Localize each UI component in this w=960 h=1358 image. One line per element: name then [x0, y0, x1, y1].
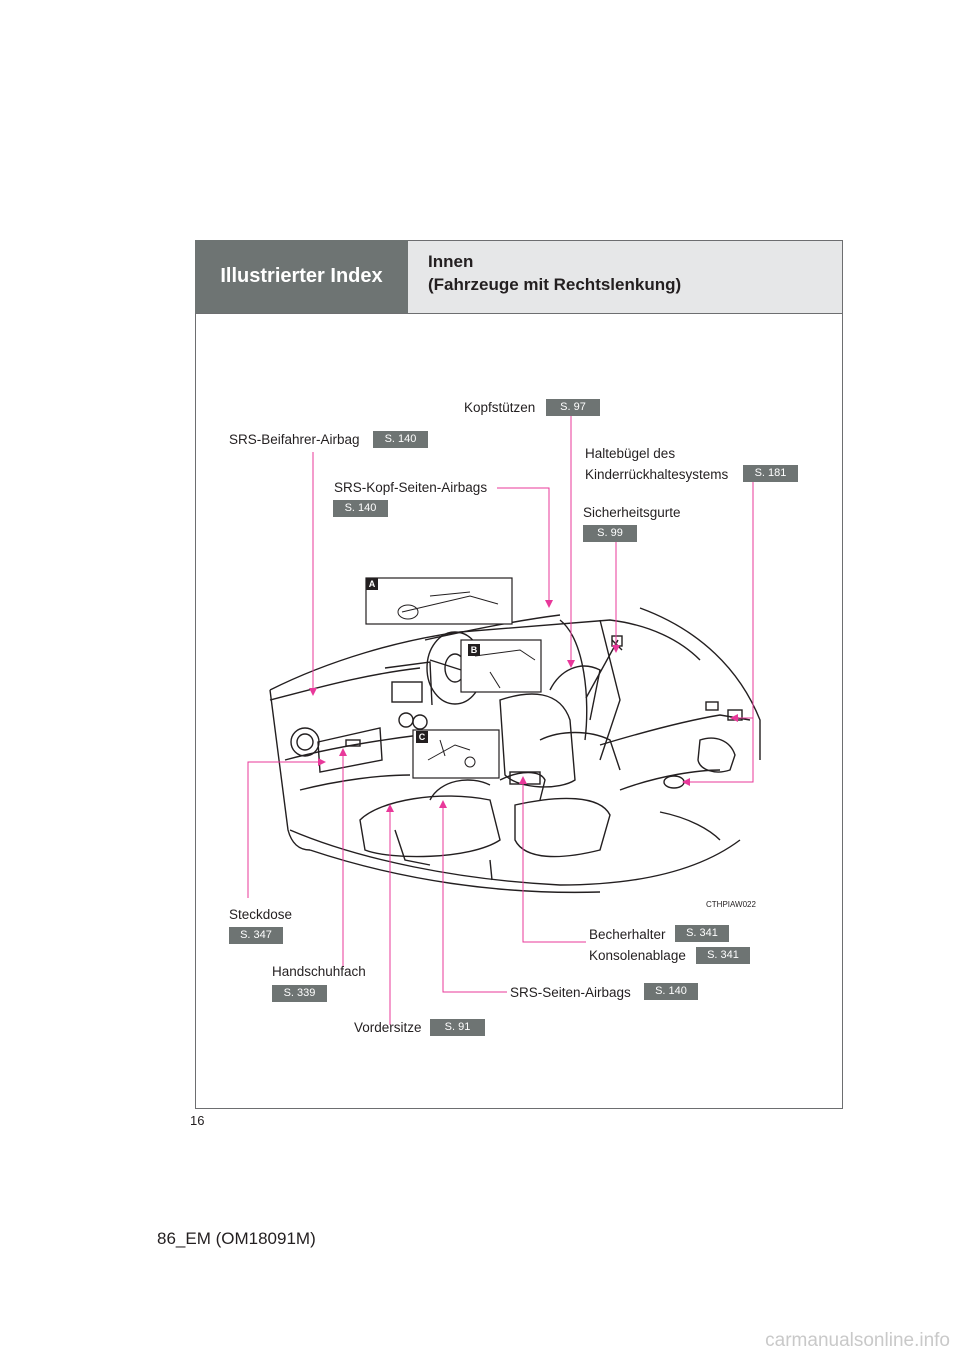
watermark: carmanualsonline.info	[765, 1330, 950, 1351]
beifahrer-airbag-ref[interactable]: S. 140	[373, 431, 428, 448]
steckdose-label: Steckdose	[229, 907, 293, 922]
beifahrer-airbag-label: SRS-Beifahrer-Airbag	[229, 432, 360, 447]
page-title-line2: (Fahrzeuge mit Rechtslenkung)	[428, 275, 682, 294]
haltebuegel-label-1: Haltebügel des	[585, 446, 676, 461]
seiten-airbags-ref[interactable]: S. 140	[644, 983, 698, 1000]
seiten-airbags-label: SRS-Seiten-Airbags	[510, 985, 631, 1000]
kopfstuetzen-label: Kopfstützen	[464, 400, 536, 415]
steckdose-ref[interactable]: S. 347	[229, 927, 283, 944]
vordersitze-label: Vordersitze	[354, 1020, 422, 1035]
kopfstuetzen-ref[interactable]: S. 97	[546, 399, 600, 416]
konsolenablage-label: Konsolenablage	[589, 948, 686, 963]
page-title: Innen (Fahrzeuge mit Rechtslenkung)	[408, 240, 843, 313]
section-title: Illustrierter Index	[195, 240, 408, 313]
page-title-line1: Innen	[428, 252, 474, 271]
becherhalter-ref[interactable]: S. 341	[675, 925, 729, 942]
konsolenablage-ref[interactable]: S. 341	[696, 947, 750, 964]
kopf-seiten-airbags-label: SRS-Kopf-Seiten-Airbags	[334, 480, 488, 495]
header-divider	[195, 313, 843, 314]
sicherheitsgurte-ref[interactable]: S. 99	[583, 525, 637, 542]
vordersitze-ref[interactable]: S. 91	[430, 1019, 485, 1036]
inset-label-c: C	[416, 731, 428, 743]
image-code: CTHPIAW022	[706, 900, 756, 909]
haltebuegel-label-2: Kinderrückhaltesystems	[585, 467, 729, 482]
becherhalter-label: Becherhalter	[589, 927, 666, 942]
inset-label-a: A	[366, 578, 378, 590]
footer-code: 86_EM (OM18091M)	[157, 1229, 316, 1248]
handschuhfach-label: Handschuhfach	[272, 964, 366, 979]
page-number: 16	[190, 1113, 205, 1128]
inset-label-b: B	[468, 644, 480, 656]
sicherheitsgurte-label: Sicherheitsgurte	[583, 505, 681, 520]
haltebuegel-ref[interactable]: S. 181	[743, 465, 798, 482]
handschuhfach-ref[interactable]: S. 339	[272, 985, 327, 1002]
kopf-seiten-airbags-ref[interactable]: S. 140	[333, 500, 388, 517]
